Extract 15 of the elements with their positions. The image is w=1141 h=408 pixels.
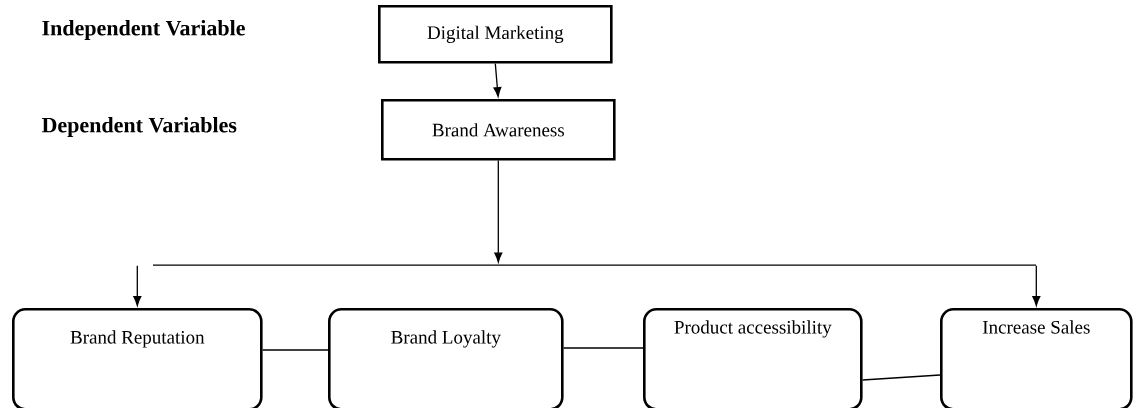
rounded-box: Increase Sales xyxy=(940,308,1133,408)
rounded-box: Brand Reputation xyxy=(12,308,263,408)
rounded-box: Product accessibility xyxy=(643,308,863,408)
arrow xyxy=(493,62,502,97)
process-box: Digital Marketing xyxy=(378,5,613,64)
process-box: Brand Awareness xyxy=(381,99,616,161)
connector-line xyxy=(861,374,941,381)
arrow xyxy=(494,159,503,263)
heading-label: Dependent Variables xyxy=(41,117,237,137)
heading-label: Independent Variable xyxy=(42,20,245,40)
arrow xyxy=(1032,265,1041,306)
connector-line xyxy=(562,347,644,349)
rounded-box: Brand Loyalty xyxy=(328,308,564,408)
connector-line xyxy=(261,349,329,351)
arrow xyxy=(133,265,142,306)
